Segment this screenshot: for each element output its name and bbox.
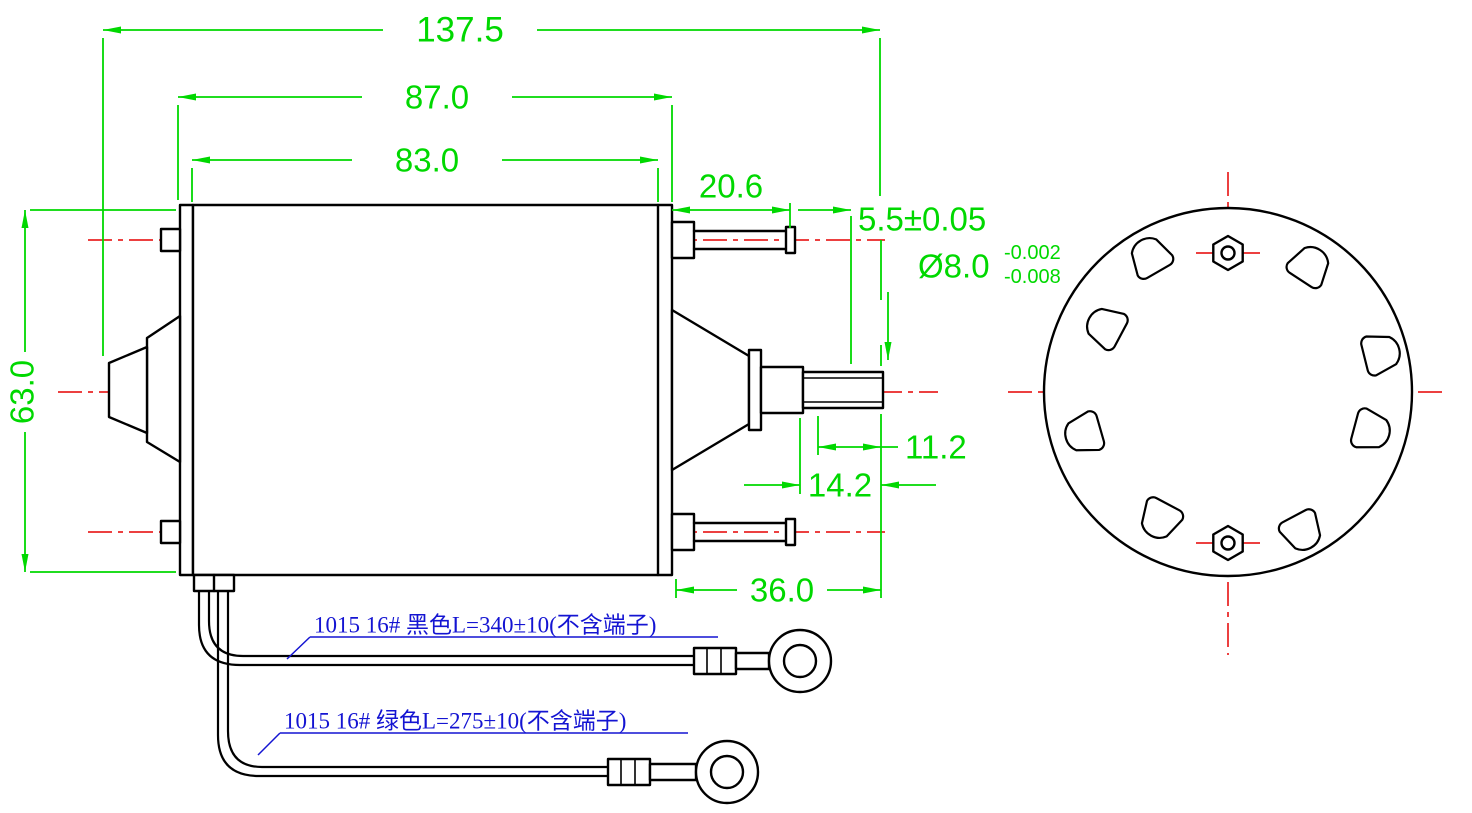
black-wire-leader [286,636,718,660]
mounting-bolt-bottom [1196,524,1260,562]
dimension-thread-length: 11.2 [817,416,967,466]
dimensions: 137.5 87.0 83.0 20.6 5.5±0.05 [4,11,1061,609]
motor-body [191,203,674,577]
lead-wires [197,591,833,805]
bottom-terminal-base [670,512,696,552]
black-wire-note: 1015 16# 黑色L=340±10(不含端子) [286,613,718,660]
green-wire-neck [648,762,698,782]
dimension-shaft-diameter: Ø8.0 -0.002 -0.008 [884,242,1061,360]
bottom-terminal-tip [784,517,797,547]
dimension-frame-length: 87.0 [177,79,673,202]
dimension-shaft-extension: 36.0 [675,414,882,609]
dim-label-shaft-flat: 5.5±0.05 [858,201,986,238]
dim-label-body-length: 83.0 [395,142,459,179]
dimension-shaft-step-length: 14.2 [744,418,936,504]
green-lead-wire [216,591,760,805]
top-terminal-stud [670,220,797,260]
black-wire-outer-edge [197,591,694,667]
dim-label-shaft-diameter: Ø8.0 [918,248,990,285]
top-terminal-rod [692,229,788,251]
top-terminal-tip [784,225,797,255]
dim-label-thread-length: 11.2 [905,429,967,466]
green-wire-leader [257,732,688,756]
green-wire-outer-edge [216,591,608,778]
black-lead-wire [197,591,833,694]
black-wire-crimp-lines [706,648,722,674]
top-terminal-base [670,220,696,260]
dim-label-shaft-diameter-tol-lower: -0.008 [1004,266,1061,288]
thread-lines [803,377,883,403]
green-wire-note-label: 1015 16# 绿色L=275±10(不含端子) [284,709,626,734]
front-bearing-tip [107,345,149,435]
dim-label-body-height: 63.0 [4,360,41,424]
dimension-shaft-flat: 5.5±0.05 [798,201,986,366]
bottom-mounting-clip [159,519,182,545]
bottom-terminal-stud [670,512,797,552]
dimension-body-length: 83.0 [191,142,659,202]
end-view [1008,172,1448,655]
side-view [107,203,885,593]
bottom-terminal-rod [692,521,788,543]
dim-label-shaft-step-length: 14.2 [808,467,872,504]
mounting-bolt-top [1196,234,1260,272]
dim-label-terminal-length: 20.6 [699,168,763,205]
bolt-center-hole [1220,245,1236,261]
dim-label-frame-length: 87.0 [405,79,469,116]
bolt-center-hole [1220,535,1236,551]
wire-notes: 1015 16# 黑色L=340±10(不含端子) 1015 16# 绿色L=2… [257,613,718,756]
dim-label-overall-length: 137.5 [416,11,504,50]
green-wire-crimp [606,757,652,787]
green-wire-inner-edge [226,591,608,769]
motor-face-circle [1042,206,1414,578]
black-wire-note-label: 1015 16# 黑色L=340±10(不含端子) [314,613,656,638]
front-bearing-boss [145,314,182,464]
green-wire-ring-hole [709,754,745,790]
rear-bearing-collar [747,348,763,432]
rear-cone [670,308,751,472]
dimension-terminal-length: 20.6 [672,168,791,228]
black-wire-ring-hole [782,643,818,679]
dim-label-shaft-diameter-tol-upper: -0.002 [1004,242,1061,264]
top-mounting-clip [159,227,182,253]
green-wire-note: 1015 16# 绿色L=275±10(不含端子) [257,709,688,756]
dim-label-shaft-extension: 36.0 [750,572,814,609]
green-wire-crimp-lines [620,759,636,785]
black-wire-crimp [692,646,738,676]
black-wire-neck [734,651,771,671]
dimension-body-height: 63.0 [4,209,176,573]
dimension-overall-length: 137.5 [102,11,881,356]
shaft-base [759,365,805,415]
front-flange [178,203,195,577]
